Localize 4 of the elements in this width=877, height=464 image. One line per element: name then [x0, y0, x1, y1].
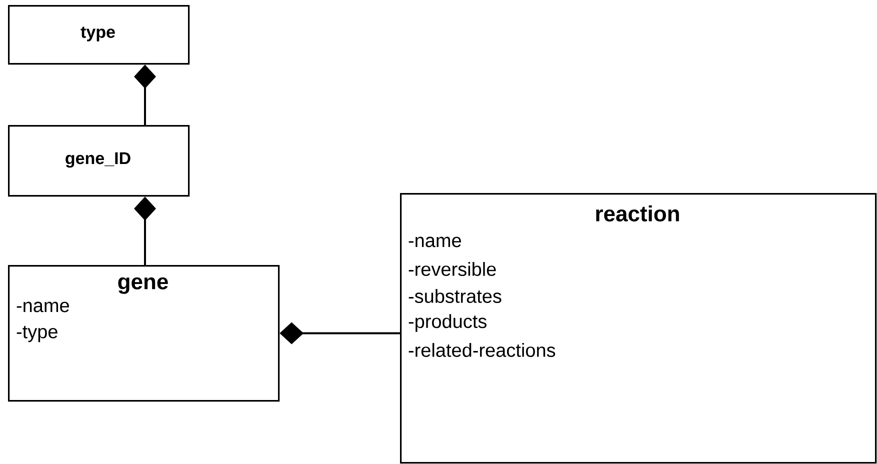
class-box: gene -name -type [8, 265, 280, 402]
class-box: type [8, 5, 190, 65]
class-box: gene_ID [8, 125, 190, 197]
class-box: reaction -name -reversible -substrates -products -related-reactions [400, 193, 877, 464]
